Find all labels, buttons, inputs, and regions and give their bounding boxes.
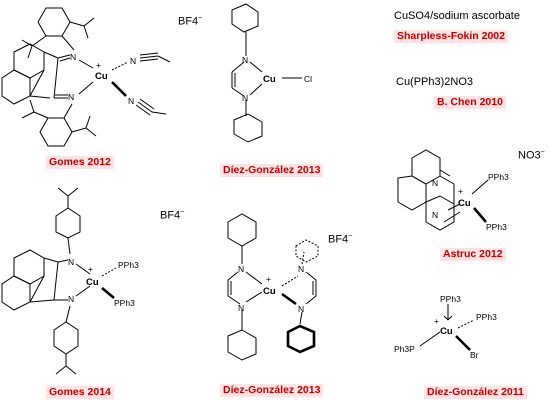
gomes2014-n-upper: N [68,257,74,267]
astruc-pph3-lower: PPh3 [486,222,507,232]
diez2013b-n-3: N [298,264,304,274]
gomes2014-counterion: BF4− [160,209,185,222]
diez2013a-cl: Cl [304,74,312,84]
caption-diez-2013-b: Díez-González 2013 [220,384,324,397]
gomes2012-n-upper: N [70,52,76,62]
gomes2014-plus: + [88,264,93,274]
diez2013b-cu: Cu [263,286,276,297]
astruc-n-upper: N [432,178,438,188]
caption-gomes-2012: Gomes 2012 [46,156,114,169]
cuso4-reagent: CuSO4/sodium ascorbate [394,10,520,22]
diez2011-pph3-right: PPh3 [476,312,497,322]
diez2011-plus: + [434,316,439,326]
diez2013b-n-2: N [238,303,244,313]
chen-reagent: Cu(PPh3)2NO3 [396,76,474,88]
gomes2012-counterion: BF4− [178,15,203,28]
gomes2014-n-lower: N [68,294,74,304]
diez-2013-a-structure: N N Cu Cl [231,3,312,143]
gomes2012-n-lower: N [68,92,74,102]
gomes2012-n-mecn1: N [130,56,136,66]
astruc-2012-structure: N N Cu + PPh3 PPh3 [397,149,509,232]
diez2013b-n-1: N [238,264,244,274]
gomes2014-pph3-lower: PPh3 [114,298,135,308]
caption-chen-2010: B. Chen 2010 [434,96,506,109]
caption-gomes-2014: Gomes 2014 [46,386,114,399]
caption-sharpless-fokin: Sharpless-Fokin 2002 [394,30,508,43]
diez2013b-n-4: N [298,304,304,314]
gomes-2012-structure: N N Cu + N N [1,7,171,147]
gomes2014-cu: Cu [86,277,99,288]
gomes-2014-structure: N N Cu + PPh3 PPh3 [1,187,139,375]
astruc-n-lower: N [432,210,438,220]
caption-diez-2013-a: Díez-González 2013 [220,164,324,177]
diez-2013-b-structure: N N Cu + N N [227,213,319,361]
caption-diez-2011: Díez-González 2011 [424,386,527,399]
diez2013a-n-lower: N [242,93,248,103]
diez2011-ph3p: Ph3P [394,344,415,354]
astruc-cu: Cu [458,198,471,209]
astruc-pph3-upper: PPh3 [488,172,509,182]
gomes2012-cu: Cu [95,71,108,82]
diez2013a-n-upper: N [242,55,248,65]
gomes2012-n-mecn2: N [128,96,134,106]
diez2013b-counterion: BF4− [328,233,353,246]
astruc-counterion: NO3− [518,149,545,162]
diez2011-pph3-top: PPh3 [440,294,461,304]
caption-astruc-2012: Astruc 2012 [440,248,506,261]
diez2011-cu: Cu [440,326,453,337]
gomes2014-pph3-upper: PPh3 [118,260,139,270]
astruc-plus: + [458,186,463,196]
diez-2011-structure: PPh3 Cu + PPh3 Ph3P Br [394,294,497,360]
gomes2012-plus: + [96,60,101,70]
diez2011-br: Br [470,350,479,360]
diez2013a-cu: Cu [263,74,276,85]
diez2013b-plus: + [266,274,271,284]
